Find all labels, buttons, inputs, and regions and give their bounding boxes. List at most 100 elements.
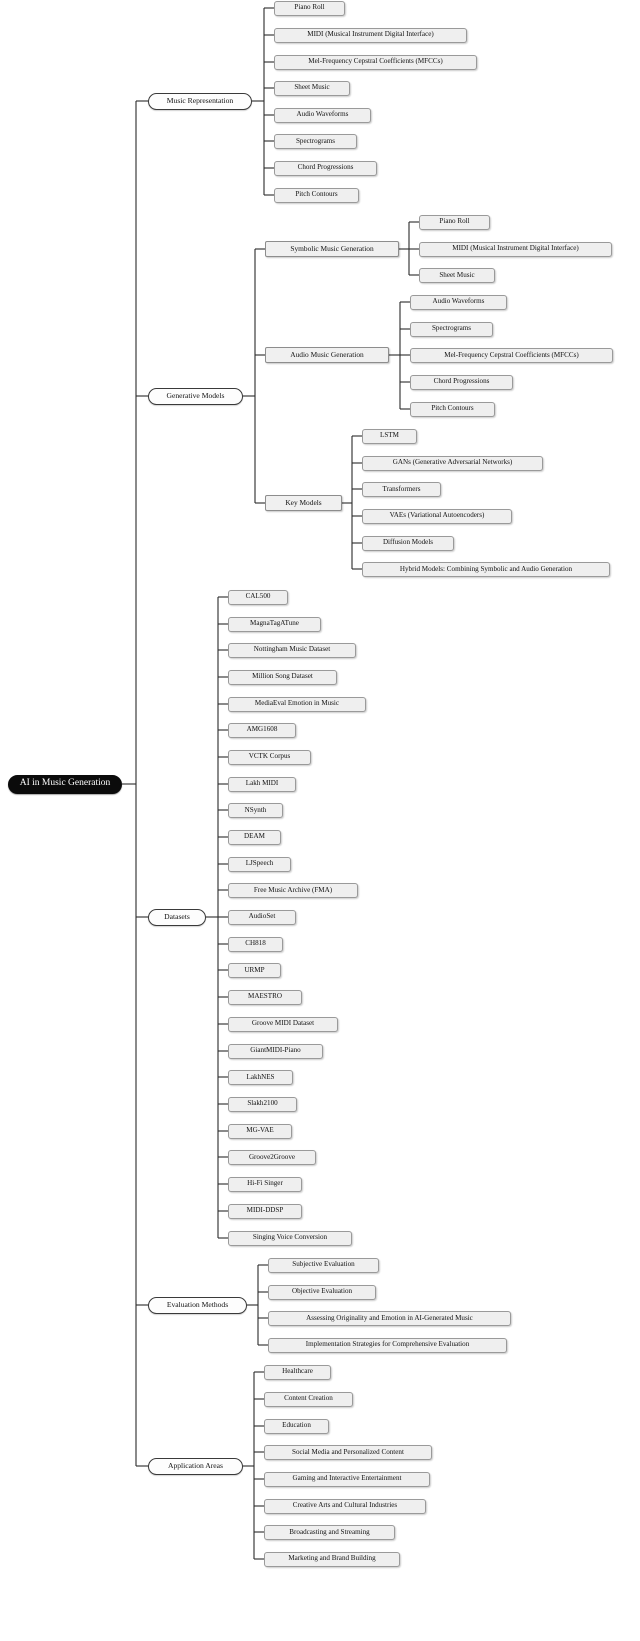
leaf-midi[interactable]: MIDI (Musical Instrument Digital Interfa… — [419, 241, 612, 257]
leaf-groove-midi-dataset[interactable]: Groove MIDI Dataset — [228, 1016, 338, 1032]
leaf-pitch-contours[interactable]: Pitch Contours — [410, 401, 495, 417]
leaf-creative-arts-cultural-industries[interactable]: Creative Arts and Cultural Industries — [264, 1498, 426, 1514]
leaf-content-creation[interactable]: Content Creation — [264, 1391, 353, 1407]
leaf-label: Chord Progressions — [433, 377, 490, 386]
branch-label: Music Representation — [166, 96, 234, 106]
leaf-urmp[interactable]: URMP — [228, 963, 281, 978]
group-audio-music-generation[interactable]: Audio Music Generation — [265, 347, 389, 363]
branch-datasets[interactable]: Datasets — [148, 908, 206, 926]
leaf-vaes[interactable]: VAEs (Variational Autoencoders) — [362, 508, 512, 524]
leaf-hybrid-models[interactable]: Hybrid Models: Combining Symbolic and Au… — [362, 562, 610, 577]
root-node-label: AI in Music Generation — [19, 778, 111, 789]
branch-music-representation[interactable]: Music Representation — [148, 92, 252, 110]
leaf-subjective-evaluation[interactable]: Subjective Evaluation — [268, 1257, 379, 1273]
leaf-piano-roll[interactable]: Piano Roll — [274, 0, 345, 16]
leaf-deam[interactable]: DEAM — [228, 829, 281, 845]
leaf-giantmidi-piano[interactable]: GiantMIDI-Piano — [228, 1043, 323, 1059]
leaf-label: Education — [282, 1421, 311, 1430]
leaf-chord-progressions[interactable]: Chord Progressions — [410, 374, 513, 390]
leaf-label: Hybrid Models: Combining Symbolic and Au… — [399, 564, 573, 573]
leaf-maestro[interactable]: MAESTRO — [228, 989, 302, 1005]
leaf-ch818[interactable]: CH818 — [228, 936, 283, 952]
leaf-mediaeval-emotion-in-music[interactable]: MediaEval Emotion in Music — [228, 696, 366, 712]
leaf-audio-waveforms[interactable]: Audio Waveforms — [410, 294, 507, 310]
leaf-gaming-interactive-entertainment[interactable]: Gaming and Interactive Entertainment — [264, 1471, 430, 1487]
leaf-label: CH818 — [245, 939, 266, 948]
leaf-label: Diffusion Models — [382, 538, 434, 547]
group-symbolic-music-generation[interactable]: Symbolic Music Generation — [265, 241, 399, 257]
leaf-vctk-corpus[interactable]: VCTK Corpus — [228, 749, 311, 765]
leaf-label: VAEs (Variational Autoencoders) — [389, 511, 485, 520]
leaf-education[interactable]: Education — [264, 1418, 329, 1434]
leaf-label: MIDI-DDSP — [246, 1206, 284, 1215]
group-label: Key Models — [285, 498, 322, 508]
leaf-label: URMP — [244, 965, 265, 974]
leaf-label: MG-VAE — [246, 1126, 274, 1135]
leaf-free-music-archive[interactable]: Free Music Archive (FMA) — [228, 883, 358, 898]
leaf-midi-ddsp[interactable]: MIDI-DDSP — [228, 1203, 302, 1219]
leaf-marketing-brand-building[interactable]: Marketing and Brand Building — [264, 1551, 400, 1567]
leaf-label: Piano Roll — [294, 3, 325, 12]
leaf-label: Gaming and Interactive Entertainment — [292, 1474, 402, 1483]
leaf-label: MAESTRO — [248, 992, 282, 1001]
branch-label: Generative Models — [166, 391, 225, 401]
branch-evaluation-methods[interactable]: Evaluation Methods — [148, 1296, 247, 1314]
leaf-broadcasting-streaming[interactable]: Broadcasting and Streaming — [264, 1525, 395, 1540]
leaf-diffusion-models[interactable]: Diffusion Models — [362, 535, 454, 551]
leaf-audioset[interactable]: AudioSet — [228, 909, 296, 925]
leaf-gans[interactable]: GANs (Generative Adversarial Networks) — [362, 455, 543, 471]
leaf-spectrograms[interactable]: Spectrograms — [274, 134, 357, 149]
branch-generative-models[interactable]: Generative Models — [148, 387, 243, 405]
leaf-label: MIDI (Musical Instrument Digital Interfa… — [452, 244, 579, 253]
leaf-label: Groove MIDI Dataset — [251, 1019, 315, 1028]
leaf-pitch-contours[interactable]: Pitch Contours — [274, 187, 359, 203]
leaf-label: GANs (Generative Adversarial Networks) — [392, 458, 513, 467]
leaf-nsynth[interactable]: NSynth — [228, 803, 283, 818]
leaf-label: Audio Waveforms — [296, 110, 349, 119]
branch-label: Datasets — [164, 912, 190, 922]
leaf-mg-vae[interactable]: MG-VAE — [228, 1123, 292, 1139]
group-label: Symbolic Music Generation — [290, 244, 374, 254]
leaf-lakh-midi[interactable]: Lakh MIDI — [228, 776, 296, 792]
leaf-mfcc[interactable]: Mel-Frequency Cepstral Coefficients (MFC… — [274, 54, 477, 70]
leaf-slakh2100[interactable]: Slakh2100 — [228, 1096, 297, 1112]
leaf-amg1608[interactable]: AMG1608 — [228, 722, 296, 738]
leaf-magnatagatune[interactable]: MagnaTagATune — [228, 616, 321, 632]
leaf-sheet-music[interactable]: Sheet Music — [419, 268, 495, 283]
leaf-million-song-dataset[interactable]: Million Song Dataset — [228, 669, 337, 685]
leaf-piano-roll[interactable]: Piano Roll — [419, 214, 490, 230]
leaf-label: LakhNES — [246, 1072, 275, 1081]
leaf-midi[interactable]: MIDI (Musical Instrument Digital Interfa… — [274, 27, 467, 43]
leaf-assessing-originality-emotion[interactable]: Assessing Originality and Emotion in AI-… — [268, 1311, 511, 1326]
leaf-transformers[interactable]: Transformers — [362, 482, 441, 497]
leaf-label: Pitch Contours — [431, 404, 474, 413]
group-key-models[interactable]: Key Models — [265, 495, 342, 511]
leaf-singing-voice-conversion[interactable]: Singing Voice Conversion — [228, 1230, 352, 1246]
root-node[interactable]: AI in Music Generation — [8, 774, 122, 794]
leaf-lakhnes[interactable]: LakhNES — [228, 1070, 293, 1085]
leaf-label: Implementation Strategies for Comprehens… — [305, 1340, 470, 1349]
leaf-nottingham-music-dataset[interactable]: Nottingham Music Dataset — [228, 642, 356, 658]
leaf-label: MIDI (Musical Instrument Digital Interfa… — [307, 30, 434, 39]
leaf-label: Pitch Contours — [295, 190, 338, 199]
leaf-lstm[interactable]: LSTM — [362, 428, 417, 444]
leaf-chord-progressions[interactable]: Chord Progressions — [274, 160, 377, 176]
leaf-ljspeech[interactable]: LJSpeech — [228, 856, 291, 872]
leaf-mfcc[interactable]: Mel-Frequency Cepstral Coefficients (MFC… — [410, 348, 613, 363]
leaf-label: Piano Roll — [439, 217, 470, 226]
leaf-label: Singing Voice Conversion — [252, 1233, 328, 1242]
leaf-hi-fi-singer[interactable]: Hi-Fi Singer — [228, 1176, 302, 1192]
leaf-healthcare[interactable]: Healthcare — [264, 1364, 331, 1380]
leaf-groove2groove[interactable]: Groove2Groove — [228, 1150, 316, 1165]
leaf-audio-waveforms[interactable]: Audio Waveforms — [274, 107, 371, 123]
leaf-objective-evaluation[interactable]: Objective Evaluation — [268, 1284, 376, 1300]
branch-application-areas[interactable]: Application Areas — [148, 1457, 243, 1475]
leaf-cal500[interactable]: CAL500 — [228, 589, 288, 605]
leaf-label: Slakh2100 — [247, 1099, 278, 1108]
leaf-label: Hi-Fi Singer — [247, 1179, 283, 1188]
leaf-sheet-music[interactable]: Sheet Music — [274, 80, 350, 96]
leaf-spectrograms[interactable]: Spectrograms — [410, 321, 493, 337]
leaf-implementation-strategies[interactable]: Implementation Strategies for Comprehens… — [268, 1337, 507, 1353]
leaf-label: Free Music Archive (FMA) — [253, 885, 333, 894]
leaf-social-media-personalized-content[interactable]: Social Media and Personalized Content — [264, 1445, 432, 1460]
